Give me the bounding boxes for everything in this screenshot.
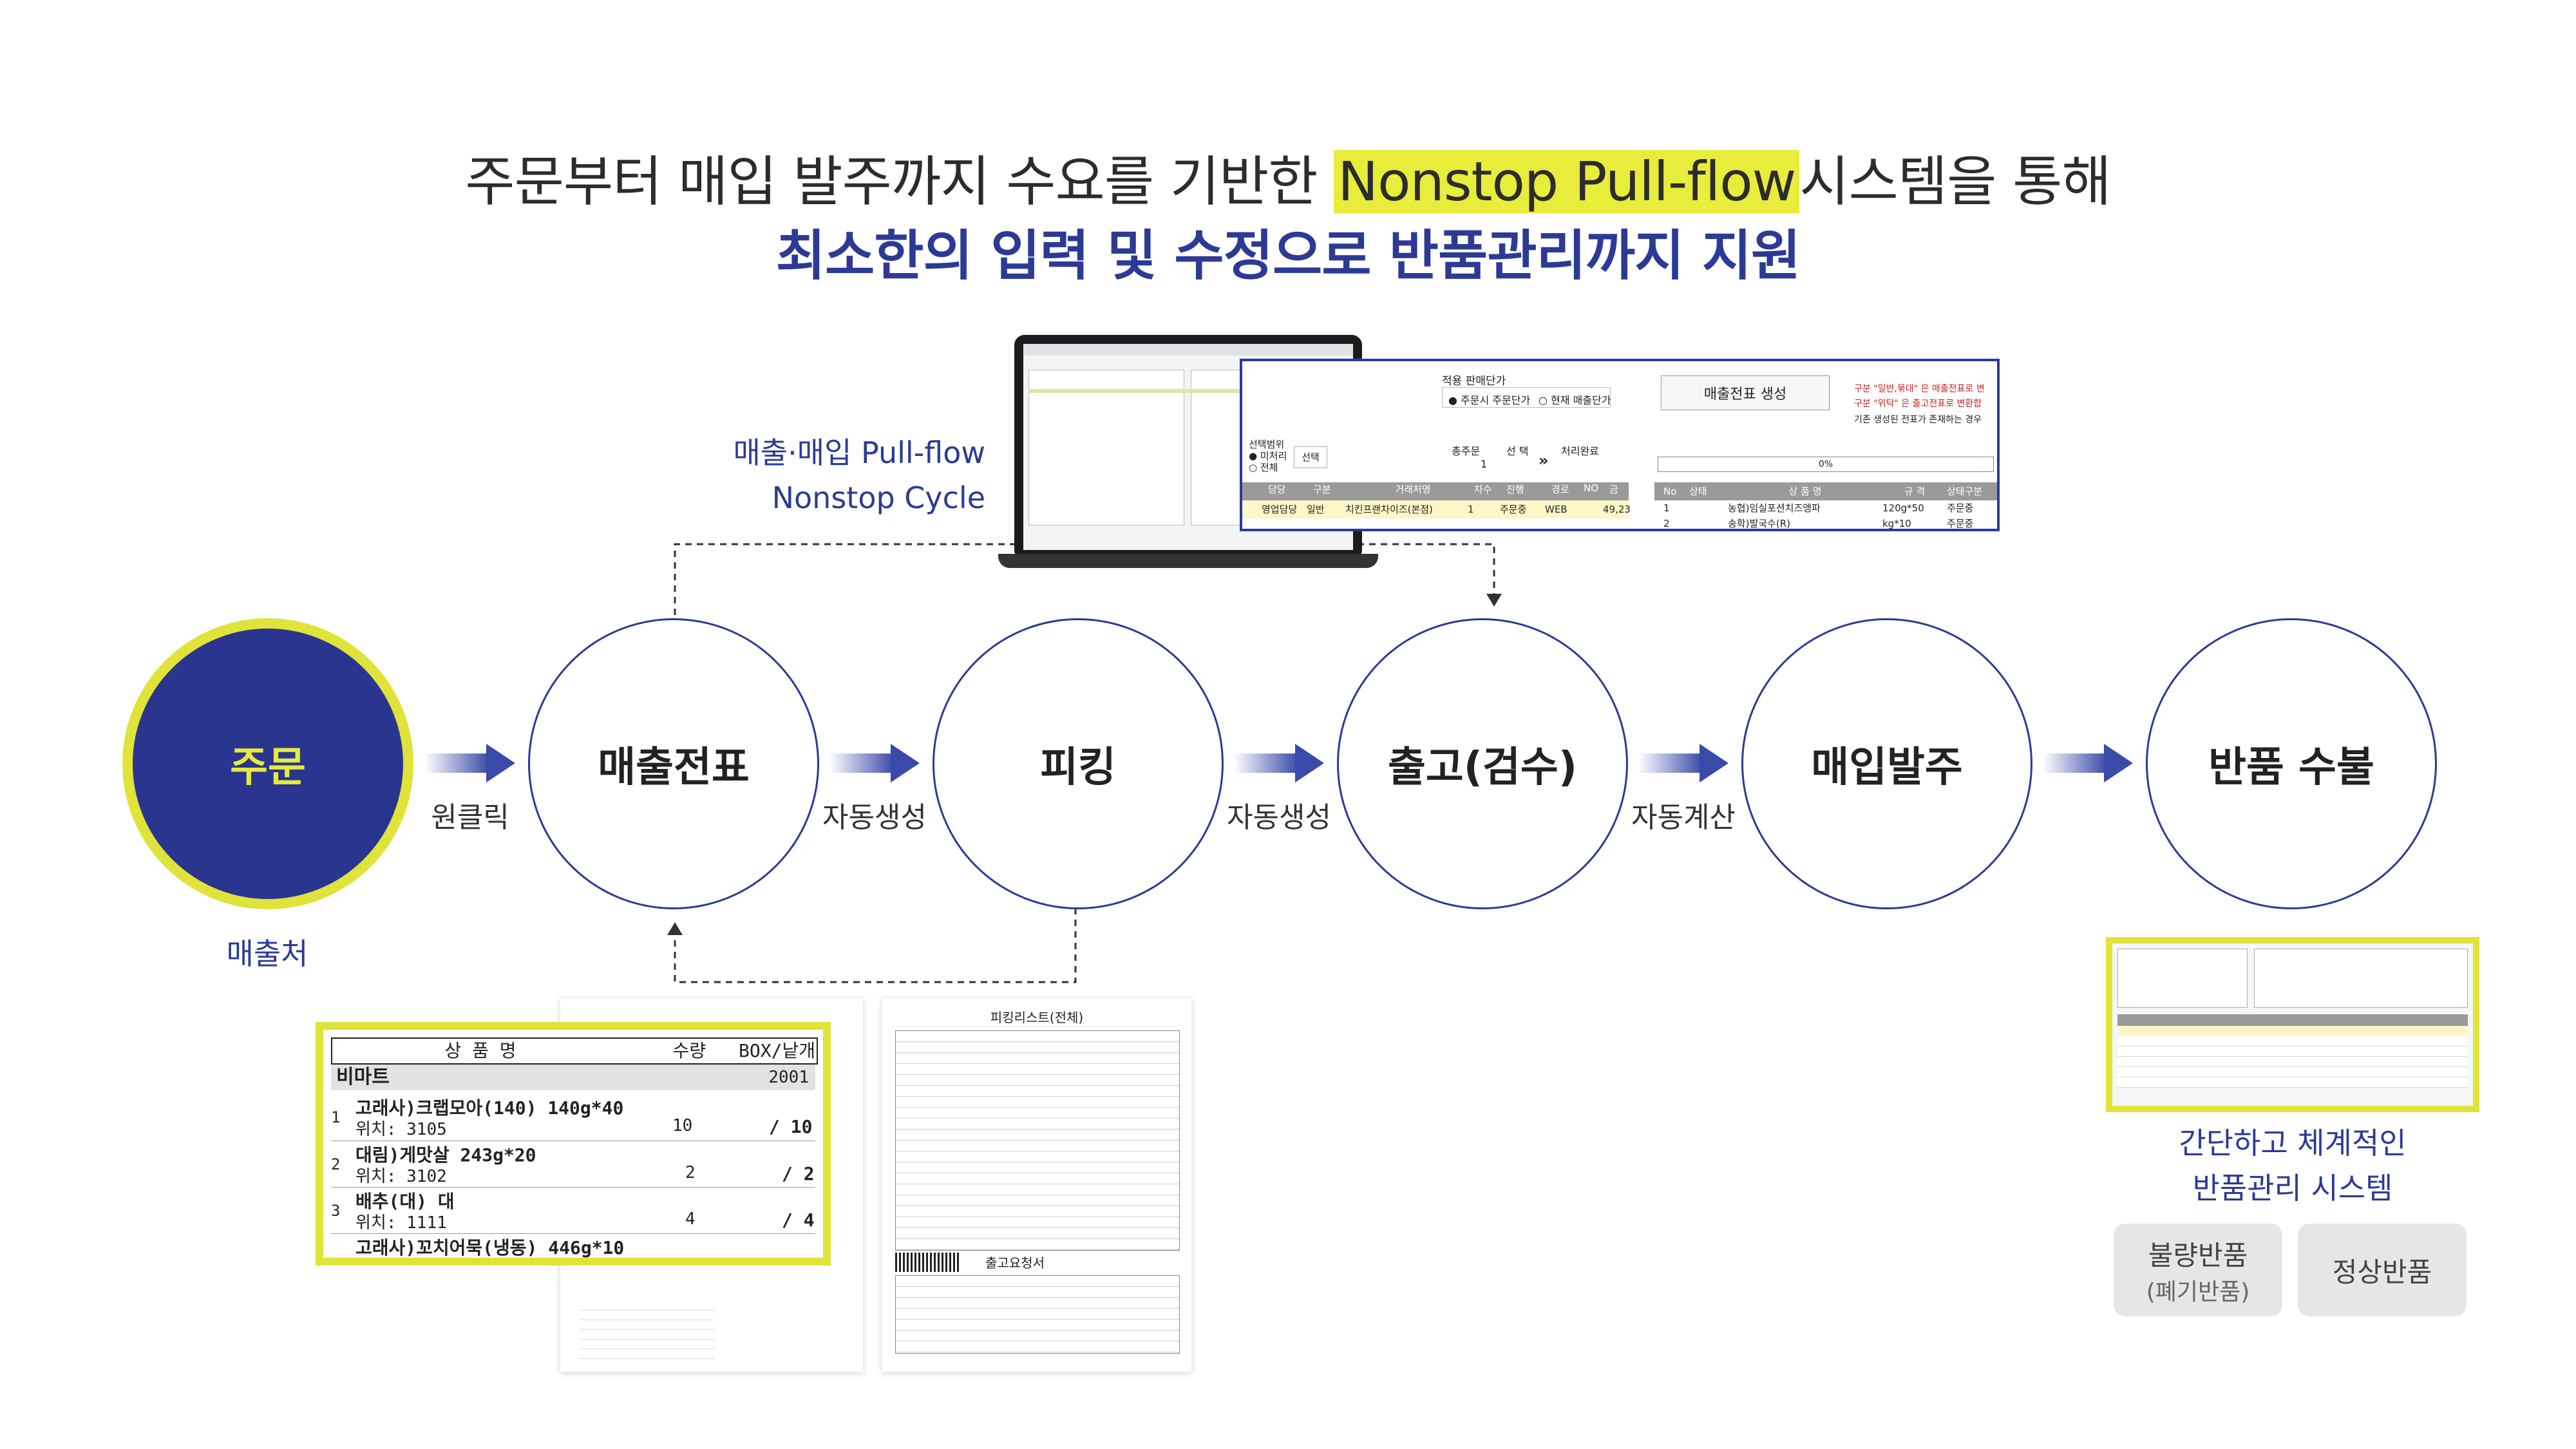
headline-line1: 주문부터 매입 발주까지 수요를 기반한 Nonstop Pull-flow시스… [465, 150, 2112, 213]
picking-item: 고래사)꼬치어묵(냉동) 446g*10 [331, 1233, 815, 1258]
returns-window [2106, 937, 2479, 1112]
tag-defective-return: 불량반품 (폐기반품) [2114, 1224, 2282, 1316]
radio-current-price[interactable]: ○ 현재 매출단가 [1539, 394, 1611, 406]
headline-highlight: Nonstop Pull-flow [1334, 150, 1800, 213]
forward-icon: » [1539, 451, 1549, 469]
connector-label: 자동계산 [1631, 801, 1736, 834]
range-unprocessed[interactable]: ● 미처리 [1249, 450, 1287, 462]
picking-list-document: 피킹리스트(전체) 출고요청서 [882, 998, 1191, 1372]
progress-bar: 0% [1658, 457, 1994, 472]
order-grid-row[interactable]: 영업담당 일반 치킨프랜차이즈(본점) 1 주문중 WEB 49,23 [1242, 500, 1631, 518]
select-button[interactable]: 선택 [1294, 446, 1327, 468]
connector-label: 원클릭 [431, 801, 509, 834]
picking-sheet: 상 품 명 수량 BOX/낱개 비마트 2001 1 고래사)크랩모아(140)… [316, 1022, 831, 1265]
picking-item: 3 배추(대) 대 위치: 1111 4 / 4 [331, 1187, 815, 1233]
arrow-icon [829, 744, 920, 782]
headline-line2: 최소한의 입력 및 수정으로 반품관리까지 지원 [775, 224, 1801, 287]
picking-sheet-header: 상 품 명 수량 BOX/낱개 [331, 1037, 818, 1065]
arrow-icon [1638, 744, 1728, 782]
create-sales-slip-button[interactable]: 매출전표 생성 [1661, 375, 1830, 410]
barcode [895, 1253, 960, 1272]
order-grid-header: 담당 구분 거래처명 차수 진행 경로 NO 금 [1242, 482, 1629, 500]
arrow-icon [1234, 744, 1324, 782]
item-grid-header: No 상태 상 품 명 규 격 상태구분 [1654, 482, 1997, 500]
step-sales-slip: 매출전표 [528, 618, 819, 909]
item-grid-row[interactable]: 1 농협)임실포션치즈앵파 120g*50 주문중 [1663, 502, 1974, 514]
range-all[interactable]: ○ 전체 [1249, 462, 1278, 473]
step-returns: 반품 수불 [2146, 618, 2437, 909]
returns-caption: 간단하고 체계적인 반품관리 시스템 [2179, 1126, 2407, 1206]
item-grid-row[interactable]: 2 송학)발국수(R) kg*10 주문중 [1663, 518, 1974, 529]
picking-item: 1 고래사)크랩모아(140) 140g*40 위치: 3105 10 / 10 [331, 1097, 813, 1139]
sales-slip-window: 적용 판매단가 ● 주문시 주문단가 ○ 현재 매출단가 매출전표 생성 구분 … [1240, 359, 2000, 531]
arrow-icon [425, 744, 515, 782]
step-purchase-order: 매입발주 [1741, 618, 2032, 909]
connector-label: 자동생성 [822, 801, 927, 834]
cycle-label: 매출·매입 Pull-flow Nonstop Cycle [733, 435, 985, 515]
connector-label: 자동생성 [1227, 801, 1331, 834]
radio-order-price[interactable]: ● 주문시 주문단가 [1448, 394, 1531, 406]
picking-item: 2 대림)게맛살 243g*20 위치: 3102 2 / 2 [331, 1141, 815, 1186]
customer-label: 매출처 [226, 936, 308, 971]
picking-group-row: 비마트 2001 [331, 1065, 815, 1090]
arrow-icon [2043, 744, 2133, 782]
step-shipping-inspection: 출고(검수) [1337, 618, 1628, 909]
tag-normal-return: 정상반품 [2298, 1224, 2467, 1316]
step-picking: 피킹 [933, 618, 1224, 909]
